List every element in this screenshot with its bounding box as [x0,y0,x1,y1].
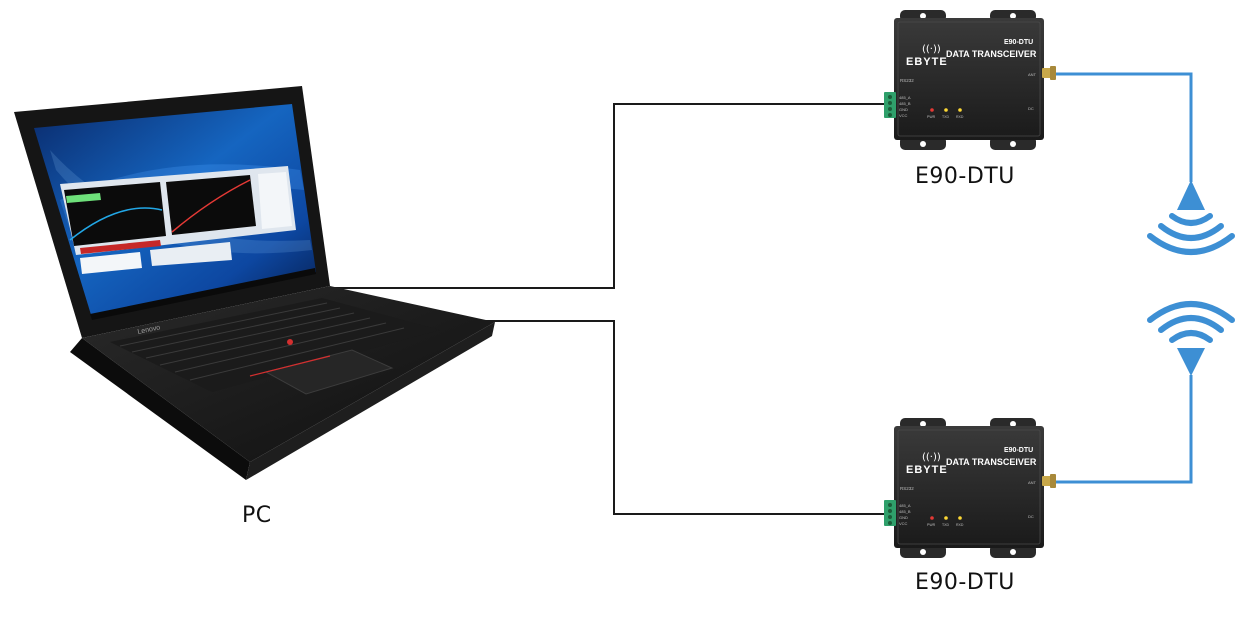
led-txd [944,516,948,520]
wire-top [330,103,892,289]
ant-label: ANT [1028,480,1037,485]
bottom-dtu-label: E90-DTU [915,570,1015,595]
wireless-logo-icon: ((·)) [922,452,941,463]
laptop-pc: Lenovo [14,86,495,480]
device-product-name: DATA TRANSCEIVER [946,49,1037,59]
terminal-label-2: 485_B [899,101,911,106]
cable-pc-to-top-dtu [330,103,892,289]
radio-link [1056,72,1235,484]
terminal-label-3: GND [899,515,908,520]
wireless-transmit-icon [1147,180,1235,255]
device-brand: EBYTE [906,56,948,68]
antenna-line-bottom [1056,375,1193,484]
led-pwr [930,108,934,112]
ant-label: ANT [1028,72,1037,77]
led-label-txd: TXD [942,115,949,119]
antenna-line-top [1056,72,1193,182]
port-label: RS232 [900,486,914,491]
terminal-label-1: 485_A [899,95,911,100]
terminal-label-1: 485_A [899,503,911,508]
terminal-label-2: 485_B [899,509,911,514]
device-model-mark: E90-DTU [1004,39,1033,46]
terminal-label-4: VCC [899,521,908,526]
device-model-mark: E90-DTU [1004,447,1033,454]
led-rxd [958,516,962,520]
led-label-pwr: PWR [927,523,936,527]
led-pwr [930,516,934,520]
device-body [894,426,1044,548]
dc-label: DC [1028,514,1034,519]
cable-pc-to-bottom-dtu [485,320,892,515]
laptop-brand-logo: Lenovo [137,324,161,336]
led-label-rxd: RXD [956,115,964,119]
led-rxd [958,108,962,112]
wire-bottom [485,320,892,515]
trackpoint [287,339,293,345]
terminal-label-3: GND [899,107,908,112]
dtu-device-bottom: ((·)) EBYTE E90-DTU DATA TRANSCEIVER RS2… [884,418,1056,558]
device-brand: EBYTE [906,464,948,476]
device-product-name: DATA TRANSCEIVER [946,457,1037,467]
terminal-label-4: VCC [899,113,908,118]
port-label: RS232 [900,78,914,83]
dc-label: DC [1028,106,1034,111]
led-txd [944,108,948,112]
device-body [894,18,1044,140]
wireless-receive-icon [1147,301,1235,376]
led-label-rxd: RXD [956,523,964,527]
top-dtu-label: E90-DTU [915,164,1015,189]
pc-label: PC [242,503,272,528]
dtu-device-top: ((·)) EBYTE E90-DTU DATA TRANSCEIVER RS2… [884,10,1056,150]
wireless-logo-icon: ((·)) [922,44,941,55]
taskbar [90,268,316,320]
led-label-txd: TXD [942,523,949,527]
software-window [60,166,296,274]
keyboard [110,298,440,392]
led-label-pwr: PWR [927,115,936,119]
